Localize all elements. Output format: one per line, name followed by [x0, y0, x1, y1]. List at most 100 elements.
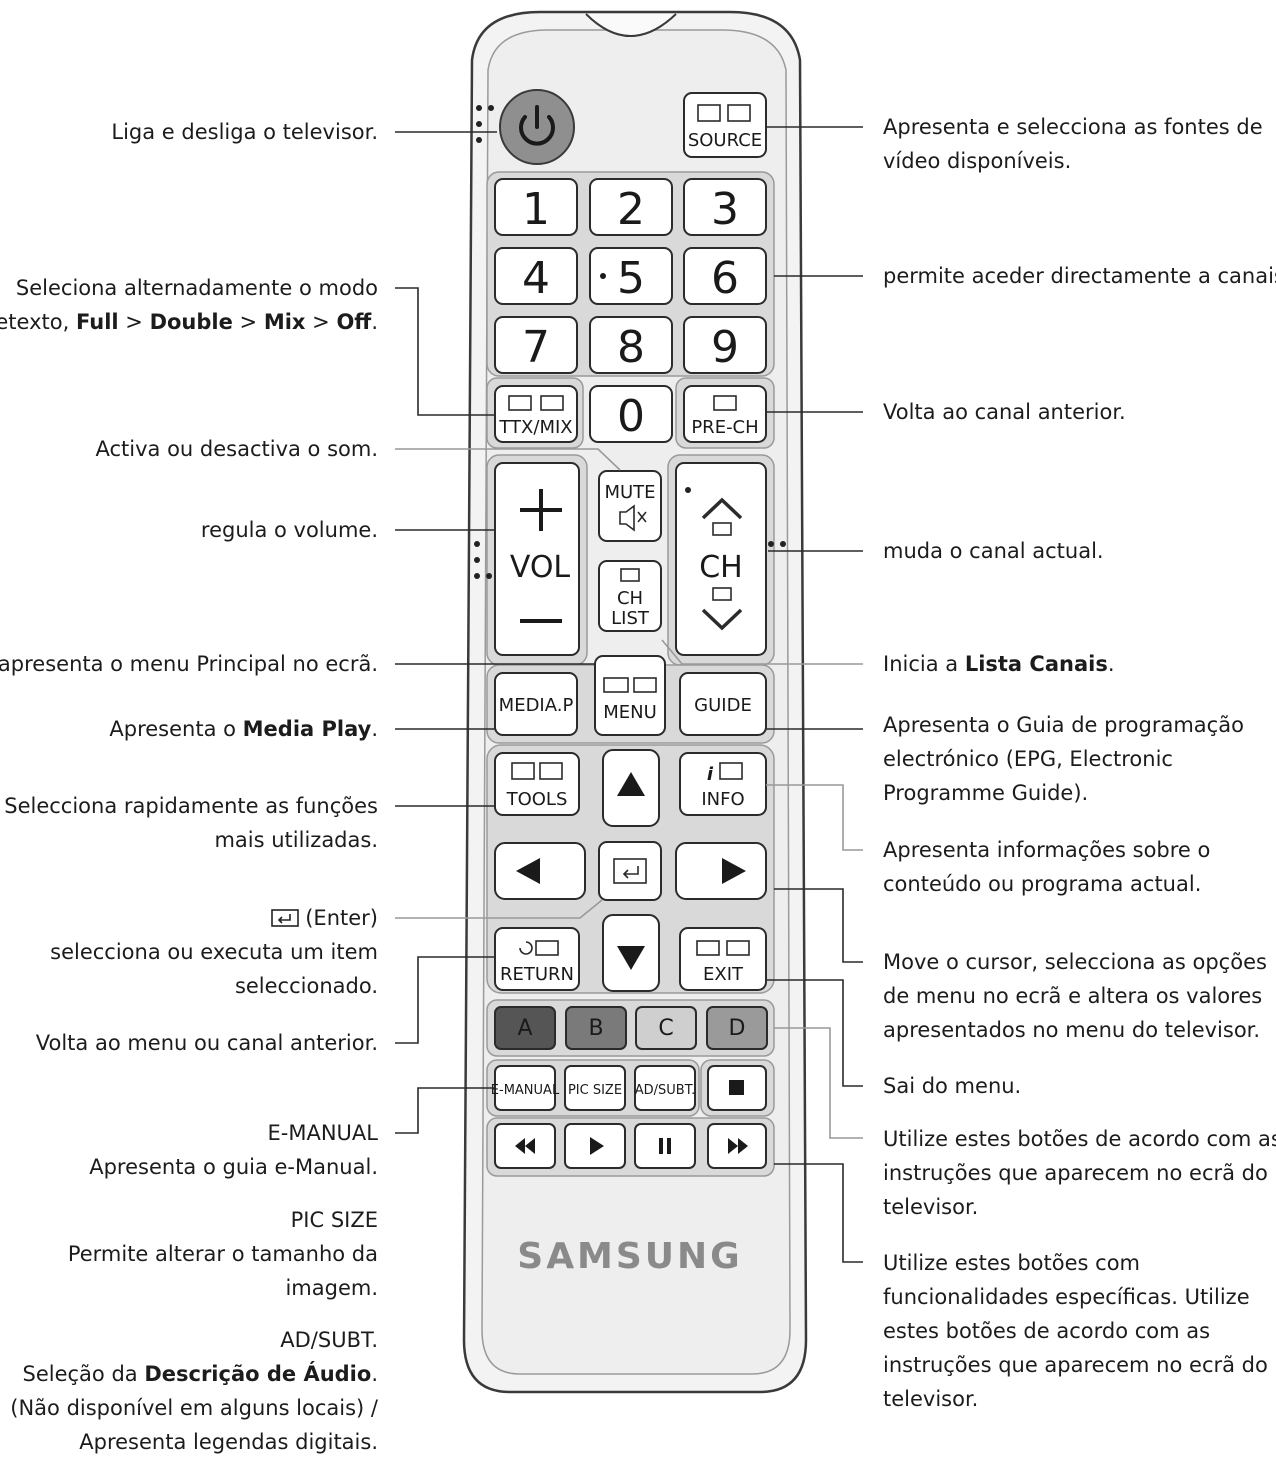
down-arrow-icon [617, 946, 645, 970]
ad-subt-label: AD/SUBT. [635, 1083, 696, 1098]
info-icon: i [707, 764, 714, 785]
play-icon [590, 1137, 604, 1155]
color-key-a-button[interactable] [494, 1006, 556, 1050]
return-description: Volta ao menu ou canal anterior. [35, 1031, 378, 1055]
channel-description: muda o canal actual. [883, 539, 1104, 563]
tools-description: Selecciona rapidamente as funções mais u… [4, 794, 378, 852]
tactile-dot-icon [600, 273, 606, 279]
digit-6-button[interactable] [683, 247, 767, 305]
exit-icon [696, 940, 720, 956]
menu-description: apresenta o menu Principal no ecrã. [0, 652, 378, 676]
enter-icon [613, 858, 647, 884]
source-button-label: SOURCE [688, 130, 762, 151]
pic-size-label: PIC SIZE [568, 1083, 622, 1098]
channel-rocker[interactable] [675, 462, 767, 656]
left-arrow-icon [516, 858, 540, 884]
mute-button[interactable] [598, 470, 662, 542]
enter-description: (Enter) selecciona ou executa um item se… [50, 906, 378, 998]
exit-label: EXIT [703, 964, 744, 985]
pause-icon [659, 1138, 663, 1154]
digit-8-button[interactable] [589, 316, 673, 374]
mute-description: Activa ou desactiva o som. [95, 437, 378, 461]
color-key-d-button[interactable] [706, 1006, 768, 1050]
cursor-description: Move o cursor, selecciona as opções de m… [883, 950, 1267, 1042]
ch-list-button[interactable] [598, 560, 662, 632]
media-play-description: Apresenta o Media Play. [109, 717, 378, 741]
ch-list-description: Inicia a Lista Canais. [883, 652, 1115, 676]
right-arrow-icon [722, 858, 746, 884]
up-arrow-icon [617, 772, 645, 796]
power-icon [519, 115, 555, 146]
pre-ch-icon [713, 395, 737, 411]
volume-label: VOL [510, 550, 571, 585]
chevron-up-icon [701, 497, 743, 520]
ad-subt-description: AD/SUBT. Seleção da Descrição de Áudio. … [10, 1328, 378, 1454]
media-p-button[interactable] [494, 672, 578, 736]
right-arrow-button[interactable] [675, 842, 767, 900]
enter-icon [271, 909, 300, 927]
color-key-b-button[interactable] [565, 1006, 627, 1050]
e-manual-label: E-MANUAL [491, 1083, 560, 1098]
ttx-mix-button[interactable] [494, 385, 578, 443]
channel-label: CH [699, 550, 743, 585]
guide-button[interactable] [679, 672, 767, 736]
pre-ch-label: PRE-CH [691, 417, 758, 438]
exit-button[interactable] [679, 927, 767, 991]
return-label: RETURN [500, 964, 574, 985]
digit-4-button[interactable] [494, 247, 578, 305]
volume-description: regula o volume. [200, 518, 378, 542]
digit-2-label: 2 [617, 184, 645, 235]
tools-button[interactable] [494, 752, 580, 816]
color-keys-description: Utilize estes botões de acordo com as in… [883, 1127, 1276, 1219]
digit-7-label: 7 [522, 322, 550, 373]
enter-button[interactable] [598, 841, 662, 901]
digits-description: permite aceder directamente a canais. [883, 264, 1276, 288]
guide-label: GUIDE [694, 695, 752, 716]
source-description: Apresenta e selecciona as fontes de víde… [883, 115, 1263, 173]
power-description: Liga e desliga o televisor. [111, 120, 378, 144]
info-button[interactable] [679, 752, 767, 816]
tools-label: TOOLS [506, 789, 568, 810]
rewind-icon [515, 1138, 525, 1154]
digit-0-button[interactable] [589, 385, 673, 443]
digit-5-button[interactable] [589, 247, 673, 305]
guide-description: Apresenta o Guia de programação electrón… [883, 713, 1244, 805]
digit-9-label: 9 [711, 322, 739, 373]
color-key-c-label: C [658, 1016, 673, 1041]
source-button[interactable] [683, 92, 767, 158]
brand-logo: SAMSUNG [517, 1236, 742, 1277]
menu-button[interactable] [594, 655, 666, 736]
digit-3-label: 3 [711, 184, 739, 235]
media-p-label: MEDIA.P [499, 695, 574, 716]
pic-size-button[interactable] [564, 1065, 626, 1111]
info-label: INFO [701, 789, 744, 810]
digit-3-button[interactable] [683, 178, 767, 236]
mute-label: MUTE [604, 482, 655, 503]
digit-7-button[interactable] [494, 316, 578, 374]
color-key-c-button[interactable] [635, 1006, 697, 1050]
e-manual-description: E-MANUAL Apresenta o guia e-Manual. [89, 1121, 378, 1179]
digit-9-button[interactable] [683, 316, 767, 374]
color-key-d-label: D [729, 1016, 746, 1041]
fast-forward-icon [728, 1138, 738, 1154]
list-icon [620, 568, 640, 582]
pause-button[interactable] [634, 1123, 696, 1169]
exit-description: Sai do menu. [883, 1074, 1022, 1098]
digit-2-button[interactable] [589, 178, 673, 236]
ad-subt-button[interactable] [634, 1065, 696, 1111]
digit-0-label: 0 [617, 391, 645, 442]
digit-6-label: 6 [711, 253, 739, 304]
ttx-mix-label: TTX/MIX [498, 417, 572, 438]
info-description: Apresenta informações sobre o conteúdo o… [883, 838, 1211, 896]
pre-ch-button[interactable] [683, 385, 767, 443]
teletext-icon [508, 395, 532, 411]
tools-icon [511, 762, 535, 780]
ch-list-label-2: LIST [611, 608, 650, 629]
digit-8-label: 8 [617, 322, 645, 373]
digit-4-label: 4 [522, 253, 550, 304]
digit-1-button[interactable] [494, 178, 578, 236]
return-icon [519, 941, 533, 955]
menu-icon [603, 677, 629, 693]
